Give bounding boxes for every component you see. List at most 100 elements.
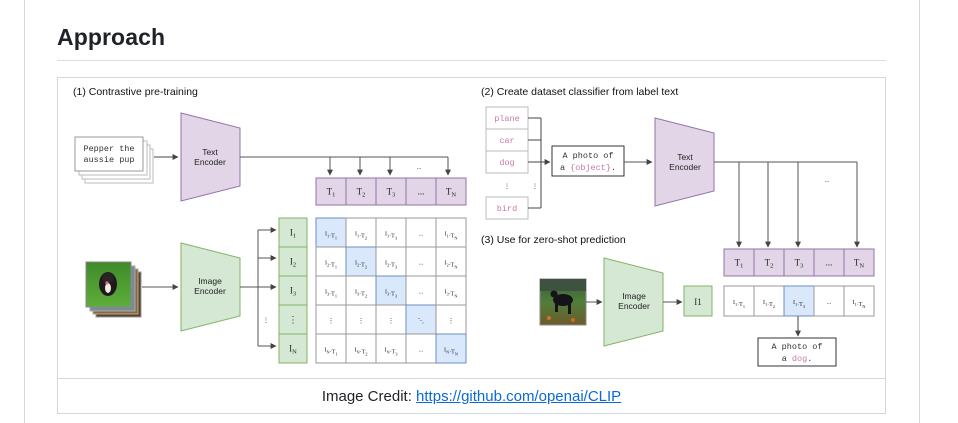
svg-text:I1: I1 — [694, 297, 702, 307]
svg-text:Encoder: Encoder — [618, 301, 650, 311]
svg-text:I2·T2: I2·T2 — [355, 261, 367, 270]
similarity-cell: ⋮ — [435, 304, 467, 335]
text-encoder-1: Text Encoder — [180, 112, 241, 202]
similarity-cell: I1·T1 — [315, 217, 347, 248]
svg-text:IN·T3: IN·T3 — [385, 348, 398, 357]
zero-shot-image — [539, 278, 587, 326]
svg-text:IN: IN — [289, 344, 297, 356]
svg-text:Encoder: Encoder — [194, 157, 226, 167]
svg-text:I2·T3: I2·T3 — [385, 261, 397, 270]
svg-text:TN: TN — [446, 187, 457, 199]
image-credit-link[interactable]: https://github.com/openai/CLIP — [416, 388, 622, 405]
svg-text:⋮: ⋮ — [328, 319, 334, 325]
image-encoder-2: Image Encoder — [603, 257, 664, 347]
text-input-stack: Pepper the aussie pup — [74, 136, 154, 184]
svg-text:T3: T3 — [387, 187, 396, 199]
figure-table — [57, 77, 886, 414]
text-embedding-cell: TN — [435, 177, 467, 206]
similarity-matrix: I1·T1 I1·T2 I1·T3... I1·TN I2·T1 I2·T2 I2·T3..… — [315, 217, 467, 364]
class-label: plane — [485, 106, 529, 130]
svg-text:Encoder: Encoder — [194, 286, 226, 296]
svg-text:T2: T2 — [765, 258, 774, 270]
class-label: ⋮ — [504, 184, 510, 190]
similarity-cell: I3·TN — [435, 275, 467, 306]
clip-diagram: (1) Contrastive pre-training Pepper the … — [73, 86, 875, 367]
svg-text:I2: I2 — [290, 257, 296, 269]
text-embedding-cell: ... — [405, 177, 437, 206]
svg-text:I1: I1 — [290, 228, 296, 240]
similarity-cell: I2·T2 — [345, 246, 377, 277]
text-input-line2: aussie pup — [83, 155, 134, 165]
image-embedding-cell: I1 — [278, 217, 308, 248]
svg-text:I1·T2: I1·T2 — [355, 232, 367, 241]
svg-text:I1·TN: I1·TN — [445, 232, 459, 241]
similarity-cell: IN·T3 — [375, 333, 407, 364]
class-label: bird — [485, 196, 529, 220]
similarity-cell: I2·TN — [435, 246, 467, 277]
page-right-border — [919, 0, 920, 423]
image-embedding-cell: IN — [278, 333, 308, 364]
similarity-cell: ⋱ — [405, 304, 437, 335]
class-label: dog — [485, 150, 529, 174]
similarity-cell: ... — [405, 333, 437, 364]
similarity-cell: IN·TN — [435, 333, 467, 364]
similarity-cell: I1·T2 — [345, 217, 377, 248]
svg-text:Text: Text — [202, 147, 218, 157]
ellipsis-label: ... — [417, 165, 422, 171]
panel1-title: (1) Contrastive pre-training — [73, 86, 198, 98]
svg-text:Encoder: Encoder — [669, 162, 701, 172]
similarity-cell: I1·T3 — [375, 217, 407, 248]
svg-text:I1·T1: I1·T1 — [733, 300, 745, 309]
text-embedding-cell: T2 — [345, 177, 377, 206]
text-embedding-row: T1 T2 T3... TN — [315, 177, 467, 206]
svg-text:...: ... — [827, 300, 832, 306]
similarity-cell: IN·T1 — [315, 333, 347, 364]
score-cell: ... — [813, 285, 845, 317]
svg-text:I1·T3: I1·T3 — [385, 232, 397, 241]
similarity-cell: I2·T1 — [315, 246, 347, 277]
image-input-stack — [85, 261, 142, 318]
svg-text:⋮: ⋮ — [289, 315, 298, 325]
svg-text:I3·TN: I3·TN — [445, 290, 459, 299]
svg-text:I3·T2: I3·T2 — [355, 290, 367, 299]
svg-text:I1·T3: I1·T3 — [793, 300, 805, 309]
text-embedding-cell: T3 — [783, 248, 815, 277]
svg-text:plane: plane — [494, 114, 520, 124]
text-embedding-cell: T2 — [753, 248, 785, 277]
image-embedding-cell: I3 — [278, 275, 308, 306]
similarity-cell: ⋮ — [345, 304, 377, 335]
similarity-cell: IN·T2 — [345, 333, 377, 364]
svg-text:⋮: ⋮ — [532, 184, 538, 190]
label-merge-lines — [528, 117, 551, 209]
svg-text:⋮: ⋮ — [448, 319, 454, 325]
svg-text:Image: Image — [198, 276, 222, 286]
similarity-cell: I2·T3 — [375, 246, 407, 277]
section-heading: Approach — [57, 24, 166, 50]
svg-text:...: ... — [419, 232, 424, 238]
svg-text:I2·T1: I2·T1 — [325, 261, 337, 270]
svg-text:Text: Text — [677, 152, 693, 162]
svg-text:...: ... — [419, 261, 424, 267]
similarity-cell: I1·TN — [435, 217, 467, 248]
panel2-title: (2) Create dataset classifier from label… — [481, 86, 678, 98]
score-cell: I1·TN — [843, 285, 875, 317]
svg-text:...: ... — [826, 258, 833, 268]
svg-text:I3: I3 — [290, 286, 296, 298]
svg-text:T1: T1 — [327, 187, 336, 199]
score-cell: I1·T2 — [753, 285, 785, 317]
svg-text:⋮: ⋮ — [504, 184, 510, 190]
svg-text:⋮: ⋮ — [263, 318, 269, 324]
text-embedding-cell: ... — [813, 248, 845, 277]
image-embedding-cell: ⋮ — [278, 304, 308, 335]
svg-text:I3·T3: I3·T3 — [385, 290, 397, 299]
svg-text:A photo of: A photo of — [562, 151, 613, 161]
svg-text:I1·T1: I1·T1 — [325, 232, 337, 241]
svg-text:...: ... — [825, 178, 830, 184]
heading-divider — [57, 60, 886, 61]
svg-text:⋮: ⋮ — [358, 319, 364, 325]
svg-text:T3: T3 — [795, 258, 804, 270]
image-embedding-cell: I2 — [278, 246, 308, 277]
svg-text:Image: Image — [622, 291, 646, 301]
